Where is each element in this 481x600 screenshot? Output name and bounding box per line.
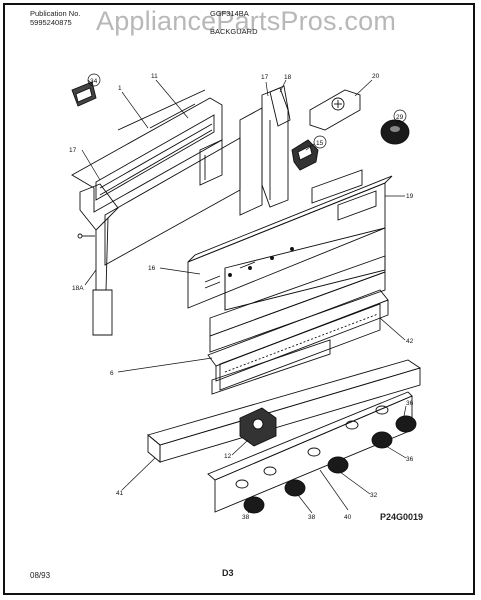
leader-lines: [81, 79, 407, 514]
figure-code: P24G0019: [380, 512, 424, 522]
callout-16: 16: [148, 265, 156, 272]
heat-shield-6: [211, 303, 381, 395]
callout-38-right: 38: [308, 514, 316, 521]
model-number: GGF314BA: [210, 9, 249, 18]
watermark: AppliancePartsPros.com: [96, 6, 397, 36]
left-end-bracket: [77, 183, 119, 336]
clock-timer-20: [309, 89, 361, 131]
callout-17-top: 17: [261, 74, 269, 81]
callout-34: 34: [90, 78, 98, 85]
callout-17-left: 17: [69, 147, 77, 154]
callout-12: 12: [224, 453, 232, 460]
manifold-panel-42: [207, 255, 389, 382]
footer-page: D3: [222, 568, 234, 578]
callout-18a: 18A: [72, 285, 84, 292]
callout-15: 15: [316, 140, 324, 147]
publication-label: Publication No.: [30, 9, 81, 18]
bracket-15: [291, 139, 319, 171]
publication-number: 5995240875: [30, 18, 72, 27]
callout-1: 1: [118, 85, 122, 92]
control-panel-19: [187, 169, 393, 309]
right-end-bracket: [261, 85, 291, 208]
section-title: BACKGUARD: [210, 27, 258, 36]
callout-19: 19: [406, 193, 414, 200]
footer-date: 08/93: [30, 571, 51, 580]
ignitor-switch-12: [239, 407, 277, 447]
callout-6: 6: [110, 370, 114, 377]
callout-41: 41: [116, 490, 124, 497]
clip-34: [71, 81, 97, 107]
page-border: [3, 3, 475, 595]
callout-40: 40: [344, 514, 352, 521]
callout-20: 20: [372, 73, 380, 80]
callout-32: 32: [370, 492, 378, 499]
callout-38-left: 38: [242, 514, 250, 521]
burner-valve-panel-40: [207, 391, 413, 513]
callout-11: 11: [151, 73, 158, 80]
control-knobs: [243, 415, 417, 514]
callout-36-mid: 36: [406, 456, 414, 463]
callout-labels: 34 1 11 17 18 20 17 15 29 19 18A 16 42 6…: [69, 73, 414, 521]
knob-29: [380, 119, 410, 145]
callout-42: 42: [406, 338, 414, 345]
rear-bracket-assembly: [71, 89, 263, 266]
lower-panel-41: [147, 359, 422, 463]
callout-18: 18: [284, 74, 292, 81]
callout-29: 29: [396, 114, 404, 121]
callout-36-top: 36: [406, 400, 414, 407]
